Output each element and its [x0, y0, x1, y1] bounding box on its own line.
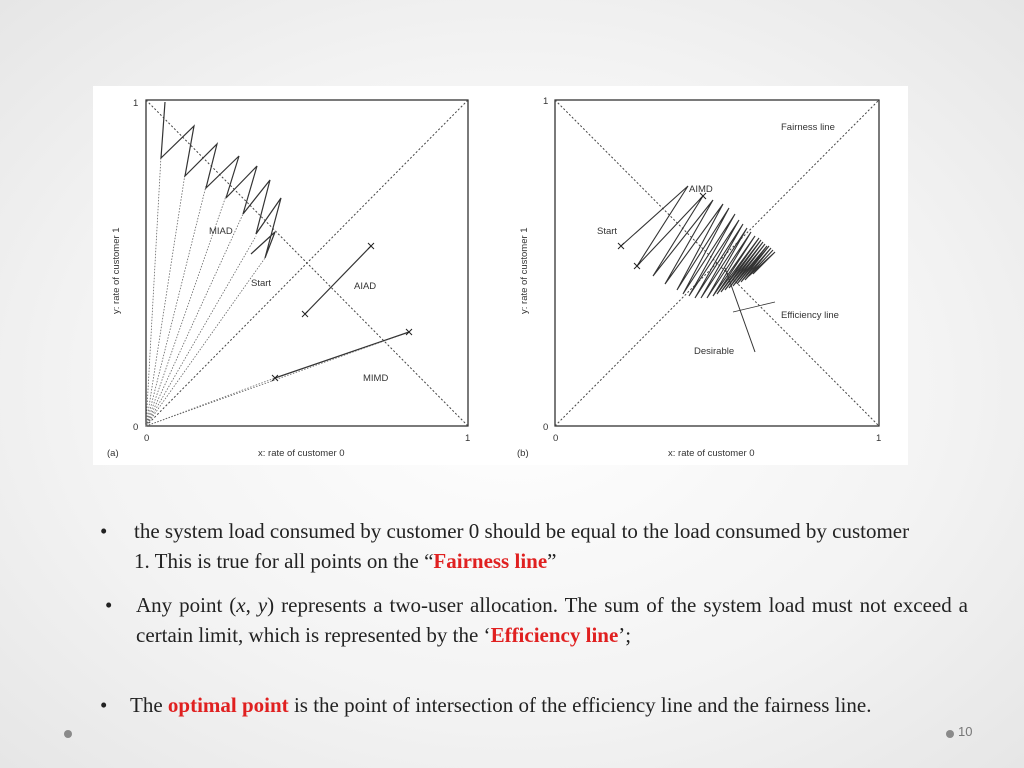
label-mimd: MIMD: [363, 373, 388, 384]
panel-a-aiad-path: [304, 245, 372, 315]
highlight-fairness-line: Fairness line: [433, 549, 548, 573]
panel-a-origin-rays: [145, 155, 410, 427]
panel-b-markers: [617, 192, 707, 270]
slide-decor-dot-left: [64, 730, 72, 738]
bullet-efficiency: • Any point (x, y) represents a two-user…: [100, 590, 968, 650]
panel-b: Fairness line AIMD Start Efficiency line…: [517, 96, 881, 459]
label-desirable: Desirable: [694, 346, 734, 357]
bullet-text: The optimal point is the point of inters…: [130, 690, 968, 720]
var-y: y: [257, 593, 268, 617]
bullet-text-after: ”: [547, 549, 557, 573]
panel-a-tick-x-0: 0: [144, 433, 149, 444]
panel-b-tick-x-1: 1: [876, 433, 881, 444]
panel-a-tick-y-1: 1: [133, 98, 138, 109]
panel-a: MIAD Start AIAD MIMD 1 0 0 1 x: rate of …: [107, 98, 470, 459]
slide-decor-dot-right: [946, 730, 954, 738]
label-efficiency-line: Efficiency line: [781, 310, 839, 321]
panel-a-miad-path: [160, 101, 282, 259]
label-aiad: AIAD: [354, 281, 376, 292]
bullet-fairness: • the system load consumed by customer 0…: [100, 516, 930, 576]
label-miad: MIAD: [209, 226, 233, 237]
panel-b-frame: [554, 99, 880, 427]
bullet-optimal-point: • The optimal point is the point of inte…: [100, 690, 968, 720]
panel-a-fairness-line: [145, 99, 469, 427]
figure-panel: MIAD Start AIAD MIMD 1 0 0 1 x: rate of …: [93, 86, 908, 465]
bullet-text-after: is the point of intersection of the effi…: [288, 693, 872, 717]
panel-a-mimd-path: [274, 331, 410, 379]
panel-a-tick-y-0: 0: [133, 422, 138, 433]
panel-b-aimd-path: [620, 185, 776, 299]
label-start-b: Start: [597, 226, 617, 237]
panel-b-tick-y-1: 1: [543, 96, 548, 107]
panel-b-y-axis-label: y: rate of customer 1: [519, 227, 530, 314]
label-fairness-line: Fairness line: [781, 122, 835, 133]
panel-a-y-axis-label: y: rate of customer 1: [111, 227, 122, 314]
panel-b-tick-y-0: 0: [543, 422, 548, 433]
highlight-efficiency-line: Efficiency line: [490, 623, 619, 647]
panel-a-tag: (a): [107, 448, 119, 459]
bullet-text-mid: ) represents a two-user allocation. The …: [136, 593, 969, 647]
panel-a-frame: [145, 99, 469, 427]
bullet-text: the system load consumed by customer 0 s…: [134, 516, 930, 576]
panel-a-tick-x-1: 1: [465, 433, 470, 444]
bullet-mark: •: [105, 593, 113, 617]
bullet-comma: ,: [245, 593, 258, 617]
bullet-text-before: The: [130, 693, 168, 717]
panel-b-tick-x-0: 0: [553, 433, 558, 444]
bullet-mark: •: [100, 693, 108, 717]
slide-number: 10: [958, 724, 973, 739]
label-start-a: Start: [251, 278, 271, 289]
bullet-text-before: Any point (: [136, 593, 237, 617]
bullet-text-after: ’;: [618, 623, 632, 647]
panel-b-tag: (b): [517, 448, 529, 459]
panel-b-efficiency-pointer: [732, 301, 776, 313]
panel-a-x-axis-label: x: rate of customer 0: [258, 448, 345, 459]
panel-a-markers: [271, 242, 413, 382]
bullet-mark: •: [100, 519, 108, 543]
panel-b-fairness-line: [554, 99, 880, 427]
highlight-optimal-point: optimal point: [167, 693, 289, 717]
var-x: x: [236, 593, 246, 617]
panel-b-x-axis-label: x: rate of customer 0: [668, 448, 755, 459]
bullet-text: Any point (x, y) represents a two-user a…: [136, 590, 968, 650]
bullet-text-before: the system load consumed by customer 0 s…: [134, 519, 910, 573]
figure-svg: MIAD Start AIAD MIMD 1 0 0 1 x: rate of …: [107, 96, 881, 459]
label-aimd: AIMD: [689, 184, 713, 195]
